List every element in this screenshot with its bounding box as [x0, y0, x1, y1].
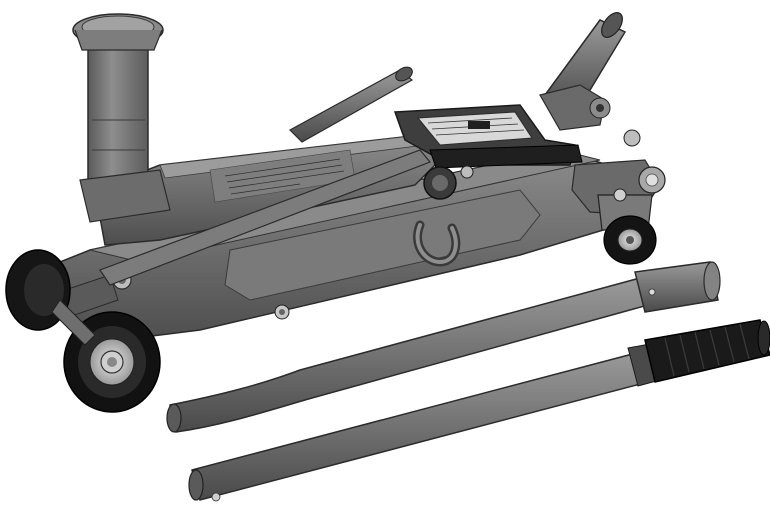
saddle-ram [72, 13, 171, 223]
rubber-grip [644, 319, 770, 383]
rear-caster-wheel [597, 166, 666, 265]
handle-grip-section [188, 319, 770, 502]
handle-upper-section [166, 261, 721, 433]
pump-assembly [393, 12, 641, 200]
carry-handle [413, 220, 461, 267]
lift-arm [94, 134, 442, 290]
front-wheel-front [51, 299, 161, 413]
arm-label-lines [224, 158, 345, 195]
jack-frame [39, 149, 661, 341]
front-rail [99, 66, 431, 286]
pump-label-lines [427, 117, 525, 136]
grip-ridges [664, 323, 750, 377]
